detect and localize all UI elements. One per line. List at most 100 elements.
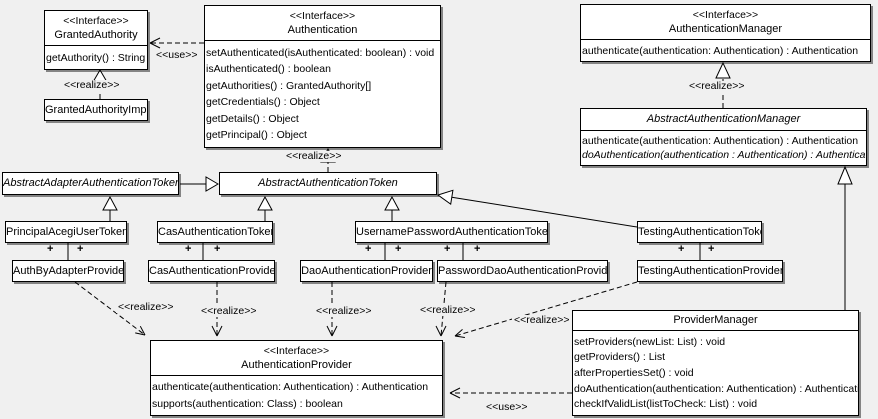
method-compartment: authenticate(authentication: Authenticat… [581,130,866,165]
method: getPrincipal() : Object [206,129,307,142]
assoc-end-marker: + [185,243,192,255]
class-abstract-authentication-token: AbstractAuthenticationToken [219,172,437,195]
stereotype-label: <<Interface>> [692,9,759,21]
method: setProviders(newList: List) : void [574,335,726,348]
class-name: AbstractAuthenticationManager [646,113,801,125]
assoc-end-marker: + [77,243,84,255]
edge-label-realize: <<realize>> [687,80,747,92]
class-granted-authority: <<Interface>> GrantedAuthority getAuthor… [44,10,148,70]
class-name: PasswordDaoAuthenticationProvider [438,264,608,277]
method: authenticate(authentication: Authenticat… [582,44,859,57]
class-name: TestingAuthenticationProvider [638,264,783,277]
class-granted-authority-impl: GrantedAuthorityImpl [44,99,148,121]
method: getAuthority() : String [46,51,146,64]
method: doAuthentication(authentication: Authent… [574,382,859,395]
stereotype-label: <<Interface>> [263,345,330,357]
class-name: AbstractAuthenticationToken [258,177,398,189]
class-name: AuthenticationProvider [241,359,352,371]
assoc-end-marker: + [474,243,481,255]
class-header: ProviderManager [573,311,858,330]
class-name: ProviderManager [673,314,758,326]
gen-edge-principaltoken [102,195,118,221]
class-header: <<Interface>> GrantedAuthority [45,11,147,45]
abstract-method: doAuthentication(authentication : Authen… [582,149,867,162]
method: afterPropertiesSet() : void [574,366,694,379]
method: authenticate(authentication: Authenticat… [582,134,859,147]
use-edge-authentication-grantedauthority [149,37,204,49]
class-header: <<Interface>> AuthenticationManager [581,5,870,39]
class-name: CasAuthenticationProvider [149,264,275,277]
method: setAuthenticated(isAuthenticated: boolea… [206,46,435,59]
edge-label-realize: <<realize>> [62,79,122,91]
class-testing-authentication-token: TestingAuthenticationToken [637,221,762,243]
gen-edge-castoken [257,195,273,221]
stereotype-label: <<Interface>> [289,10,356,22]
method: getProviders() : List [574,351,666,364]
realize-edge-authbyadapterprovider [74,281,146,336]
class-abstract-authentication-manager: AbstractAuthenticationManager authentica… [580,108,867,166]
class-header: AbstractAuthenticationManager [581,109,866,130]
class-principal-acegi-user-token: PrincipalAcegiUserToken [5,221,127,243]
class-name: DaoAuthenticationProvider [301,264,432,277]
class-authentication-provider: <<Interface>> AuthenticationProvider aut… [150,340,443,416]
assoc-end-marker: + [214,243,221,255]
assoc-end-marker: + [47,243,54,255]
edge-label-use: <<use>> [154,49,200,61]
assoc-edges-token-provider [67,243,701,260]
gen-edge-providermanager [837,165,853,310]
gen-edge-usernamepasswordtoken [384,195,400,221]
class-name: AbstractAdapterAuthenticationToken [3,177,179,189]
assoc-end-marker: + [395,243,402,255]
method-compartment: getAuthority() : String [45,45,147,69]
class-name: Authentication [287,24,358,36]
method-compartment: setAuthenticated(isAuthenticated: boolea… [205,40,440,147]
edge-label-realize: <<realize>> [116,301,176,313]
class-password-dao-authentication-provider: PasswordDaoAuthenticationProvider [437,260,608,282]
class-dao-authentication-provider: DaoAuthenticationProvider [300,260,433,282]
class-authentication: <<Interface>> Authentication setAuthenti… [204,5,441,148]
class-username-password-authentication-token: UsernamePasswordAuthenticationToken [355,221,548,243]
class-provider-manager: ProviderManager setProviders(newList: Li… [572,310,859,416]
class-cas-authentication-provider: CasAuthenticationProvider [148,260,275,282]
class-authentication-manager: <<Interface>> AuthenticationManager auth… [580,4,871,62]
class-header: <<Interface>> Authentication [205,6,440,40]
class-name: CasAuthenticationToken [158,225,273,238]
class-name: GrantedAuthority [54,29,138,41]
edge-label-realize: <<realize>> [314,305,374,317]
assoc-end-marker: + [708,243,715,255]
assoc-end-marker: + [678,243,685,255]
class-name: PrincipalAcegiUserToken [6,225,127,238]
class-header: <<Interface>> AuthenticationProvider [151,341,442,375]
assoc-end-marker: + [444,243,451,255]
class-cas-authentication-token: CasAuthenticationToken [157,221,273,243]
edge-label-realize: <<realize>> [418,304,478,316]
gen-edge-testingtoken [436,189,638,228]
class-abstract-adapter-authentication-token: AbstractAdapterAuthenticationToken [2,172,179,195]
method: supports(authentication: Class) : boolea… [152,397,343,410]
class-auth-by-adapter-provider: AuthByAdapterProvider [12,260,124,282]
class-name: AuthenticationManager [668,23,783,35]
edge-label-use: <<use>> [484,401,530,413]
method-compartment: setProviders(newList: List) : void getPr… [573,330,858,415]
class-name: UsernamePasswordAuthenticationToken [356,225,548,238]
class-name: AuthByAdapterProvider [13,264,124,277]
edge-label-realize: <<realize>> [199,305,259,317]
method-compartment: authenticate(authentication: Authenticat… [151,375,442,415]
method: getAuthorities() : GrantedAuthority[] [206,79,372,92]
assoc-end-marker: + [365,243,372,255]
class-testing-authentication-provider: TestingAuthenticationProvider [637,260,783,282]
method: authenticate(authentication: Authenticat… [152,381,429,394]
realize-edge-testingprovider [454,281,638,338]
method: checkIfValidList(listToCheck: List) : vo… [574,398,758,411]
edge-label-realize: <<realize>> [512,314,572,326]
stereotype-label: <<Interface>> [63,15,129,27]
gen-edge-abstractadaptertoken [180,176,219,192]
class-name: TestingAuthenticationToken [638,225,762,238]
method: getDetails() : Object [206,112,299,125]
method-compartment: authenticate(authentication: Authenticat… [581,39,870,61]
method: getCredentials() : Object [206,96,320,109]
method: isAuthenticated() : boolean [206,63,331,76]
use-edge-providermanager [449,387,572,399]
edge-label-realize: <<realize>> [284,150,344,162]
